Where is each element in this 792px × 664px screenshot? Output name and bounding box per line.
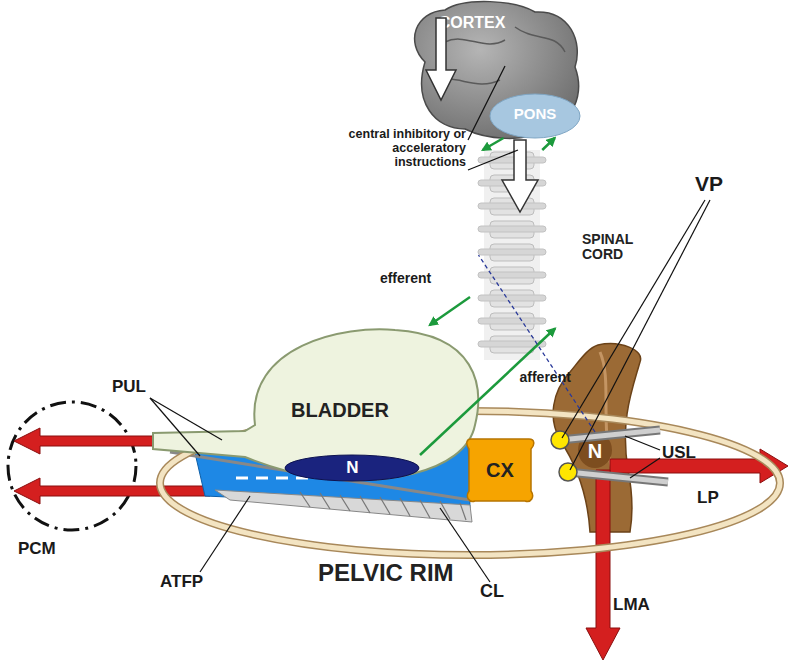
cervix-box: CX xyxy=(465,435,535,505)
nerve-pathway xyxy=(420,329,555,456)
leader-lines xyxy=(150,66,710,582)
nerve-pathway xyxy=(483,138,504,150)
nerve-pathway xyxy=(430,297,470,325)
usl-bands xyxy=(560,430,668,482)
bladder-shape: BLADDER N xyxy=(145,325,480,485)
node-label: SPINAL CORD xyxy=(582,232,654,263)
node-label: N xyxy=(578,440,612,462)
vp-point xyxy=(551,431,569,449)
annotation-text: central inhibitory or acceleratory instr… xyxy=(328,128,466,169)
part-label: USL xyxy=(662,444,712,463)
nerve-pathway xyxy=(542,138,555,150)
node-label: PELVIC RIM xyxy=(318,560,508,586)
force-arrow xyxy=(586,470,620,660)
part-label: PCM xyxy=(18,540,78,559)
nerve-ellipse: N xyxy=(285,455,420,481)
pons-shape: PONS xyxy=(490,94,580,138)
pathway-label: afferent xyxy=(520,370,571,385)
fascia-dashes xyxy=(236,477,308,480)
instruction-arrow xyxy=(502,140,538,212)
part-label: CL xyxy=(480,582,520,602)
vp-point xyxy=(559,463,577,481)
dashed-circle xyxy=(8,402,136,530)
part-label: PUL xyxy=(112,378,162,397)
nerve-link xyxy=(479,255,596,432)
part-label: LMA xyxy=(613,596,663,615)
node-label: BLADDER xyxy=(275,399,405,421)
part-label: LP xyxy=(697,489,737,508)
pathway-label: efferent xyxy=(380,271,431,286)
part-label: ATFP xyxy=(160,573,220,592)
part-label: VP xyxy=(695,172,745,195)
node-label: PONS xyxy=(490,106,580,123)
node-label: N xyxy=(285,459,420,478)
instruction-arrow xyxy=(426,18,456,100)
node-label: CX xyxy=(465,459,535,481)
